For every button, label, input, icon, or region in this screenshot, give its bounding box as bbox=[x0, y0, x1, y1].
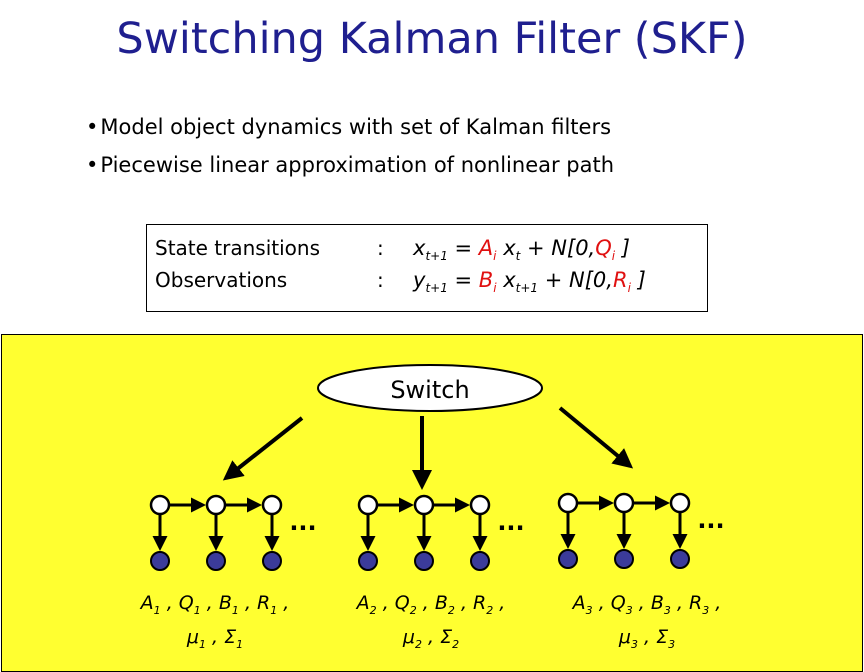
hidden-state-node bbox=[149, 494, 171, 516]
params-line-1: A2 , Q2 , B2 , R2 , bbox=[356, 592, 506, 617]
kalman-chain-2: ... bbox=[357, 494, 525, 571]
params-group-3: A3 , Q3 , B3 , R3 , μ3 , Σ3 bbox=[527, 590, 767, 658]
hidden-state-node bbox=[205, 494, 227, 516]
state-transition-row: State transitions: xt+1 = Ai xt + N[0,Qi … bbox=[155, 233, 630, 263]
state-transition-label: State transitions bbox=[155, 236, 320, 260]
observation-node bbox=[558, 549, 578, 569]
ellipsis: ... bbox=[289, 508, 316, 536]
kalman-chain-1: ... bbox=[149, 494, 317, 571]
bullet-list: Model object dynamics with set of Kalman… bbox=[86, 112, 614, 188]
hidden-state-node bbox=[669, 492, 691, 514]
ellipsis: ... bbox=[697, 506, 724, 534]
state-transition-equation: xt+1 = Ai xt + N[0,Qi ] bbox=[413, 236, 630, 264]
bullet-item: Piecewise linear approximation of nonlin… bbox=[86, 150, 614, 188]
switch-label: Switch bbox=[390, 376, 469, 404]
hidden-state-node bbox=[613, 492, 635, 514]
equation-box: State transitions: xt+1 = Ai xt + N[0,Qi … bbox=[146, 224, 708, 312]
observation-equation: yt+1 = Bi xt+1 + N[0,Ri ] bbox=[413, 268, 646, 296]
observation-label: Observations bbox=[155, 268, 288, 292]
params-line-2: μ2 , Σ2 bbox=[402, 625, 460, 651]
observation-node bbox=[414, 551, 434, 571]
switch-node bbox=[317, 364, 543, 412]
page-title: Switching Kalman Filter (SKF) bbox=[116, 14, 748, 64]
observation-node bbox=[358, 551, 378, 571]
hidden-state-node bbox=[469, 494, 491, 516]
observation-node bbox=[262, 551, 282, 571]
observation-row: Observations: yt+1 = Bi xt+1 + N[0,Ri ] bbox=[155, 265, 646, 295]
kalman-chain-3: ... bbox=[557, 492, 725, 569]
params-line-2: μ1 , Σ1 bbox=[186, 625, 244, 651]
ellipsis: ... bbox=[497, 508, 524, 536]
colon: : bbox=[377, 236, 384, 260]
params-line-1: A3 , Q3 , B3 , R3 , bbox=[572, 592, 722, 617]
switch-arrow-left bbox=[222, 416, 304, 481]
observation-node bbox=[150, 551, 170, 571]
observation-node bbox=[206, 551, 226, 571]
params-group-2: A2 , Q2 , B2 , R2 , μ2 , Σ2 bbox=[311, 590, 551, 658]
hidden-state-node bbox=[357, 494, 379, 516]
params-line-1: A1 , Q1 , B1 , R1 , bbox=[140, 592, 290, 617]
bullet-item: Model object dynamics with set of Kalman… bbox=[86, 112, 614, 150]
observation-node bbox=[470, 551, 490, 571]
switch-arrow-right bbox=[558, 406, 634, 469]
observation-node bbox=[614, 549, 634, 569]
hidden-state-node bbox=[413, 494, 435, 516]
colon: : bbox=[377, 268, 384, 292]
hidden-state-node bbox=[557, 492, 579, 514]
params-line-2: μ3 , Σ3 bbox=[618, 625, 676, 651]
params-group-1: A1 , Q1 , B1 , R1 , μ1 , Σ1 bbox=[95, 590, 335, 658]
observation-node bbox=[670, 549, 690, 569]
hidden-state-node bbox=[261, 494, 283, 516]
